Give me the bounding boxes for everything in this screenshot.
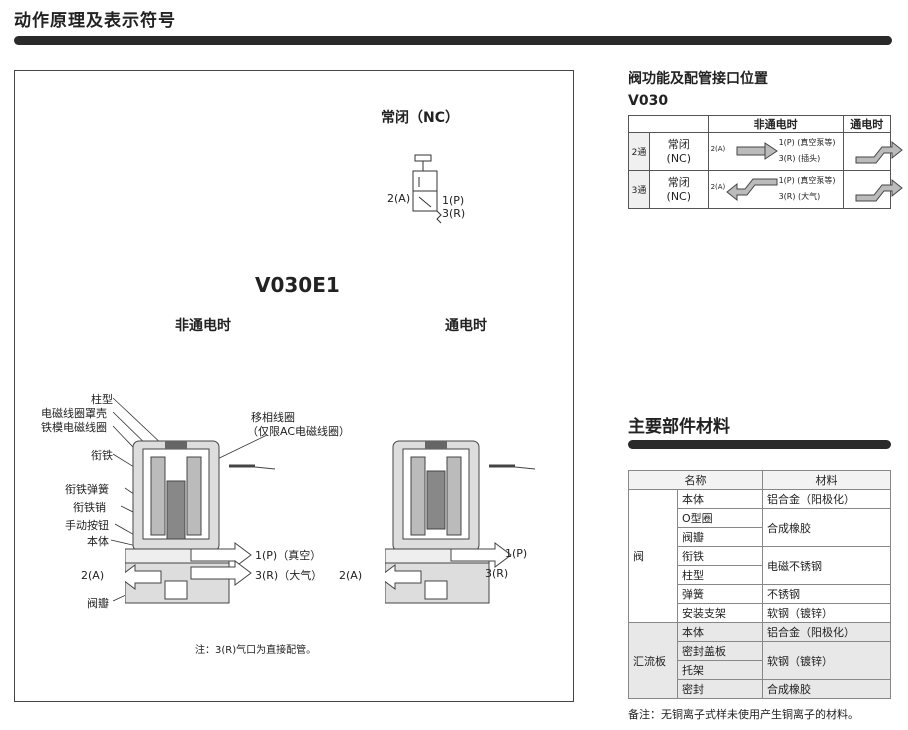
table-row: 阀 本体 铝合金（阳极化） — [628, 489, 891, 623]
material-part: 衔铁 — [677, 546, 763, 566]
function-port-a: 2(A) — [710, 183, 726, 191]
table-row: 弹簧 不锈钢 — [629, 584, 891, 604]
material-part: 柱型 — [677, 565, 763, 585]
panel-note: 注：3(R)气口为直接配管。 — [195, 645, 317, 656]
off-port-p: 1(P)（真空） — [255, 549, 322, 562]
function-type: 常闭 (NC) — [649, 170, 709, 209]
table-row: 安装支架 软钢（镀锌） — [629, 603, 891, 623]
material-part: 本体 — [677, 489, 763, 509]
function-port-3: 3(R) (插头) — [778, 154, 821, 163]
label-armature-pin: 衔铁销 — [73, 501, 106, 514]
state-off-label: 非通电时 — [175, 318, 231, 334]
material-value: 不锈钢 — [762, 584, 891, 604]
function-port-3: 3(R) (大气) — [778, 192, 821, 201]
material-value: 合成橡胶 — [762, 679, 891, 699]
table-row: 密封 合成橡胶 — [629, 679, 891, 699]
function-way: 2通 — [628, 132, 650, 171]
function-type: 常闭 (NC) — [649, 132, 709, 171]
label-armature: 衔铁 — [91, 449, 113, 462]
off-port-a: 2(A) — [81, 569, 105, 582]
function-header-off: 非通电时 — [707, 115, 844, 133]
label-manual-button: 手动按钮 — [65, 519, 109, 532]
function-type-name: 常闭 — [667, 137, 690, 151]
section-divider — [14, 36, 892, 45]
material-value: 铝合金（阳极化） — [762, 622, 891, 642]
function-row: 3通 常闭 (NC) 2(A) 1(P) (真空泵等) 3(R) (大气) — [628, 170, 903, 209]
material-part: 托架 — [677, 660, 763, 680]
flow-arrow-on-icon — [855, 178, 903, 202]
material-part: 阀瓣 — [677, 527, 763, 547]
model-title: V030E1 — [255, 273, 340, 297]
materials-group: 阀 — [628, 489, 678, 623]
label-body: 本体 — [87, 535, 109, 548]
function-title: 阀功能及配管接口位置 — [628, 71, 768, 87]
label-shading-note: （仅限AC电磁线圈） — [247, 425, 351, 438]
function-type-name: 常闭 — [667, 175, 690, 189]
function-type-nc: (NC) — [666, 189, 692, 203]
materials-title: 主要部件材料 — [628, 417, 730, 437]
materials-divider — [628, 440, 891, 449]
material-value: 铝合金（阳极化） — [762, 489, 891, 509]
materials-group: 汇流板 — [628, 622, 678, 699]
function-type-nc: (NC) — [666, 151, 692, 165]
materials-header-name: 名称 — [628, 470, 763, 490]
symbol-port-a: 2(A) — [387, 192, 411, 205]
flow-arrow-icon — [736, 142, 778, 160]
function-port-1: 1(P) (真空泵等) — [778, 138, 836, 147]
material-part: 密封盖板 — [677, 641, 763, 661]
on-port-a: 2(A) — [339, 569, 363, 582]
function-model: V030 — [628, 93, 669, 109]
material-part: 弹簧 — [677, 584, 763, 604]
function-header-blank — [628, 115, 709, 133]
material-value: 软钢（镀锌） — [762, 603, 891, 623]
operation-panel: 常闭（NC） 2(A) 1(P) 3(R) V030E1 非通电时 通电时 柱型… — [14, 70, 574, 702]
function-port-1: 1(P) (真空泵等) — [778, 176, 836, 185]
materials-header-material: 材料 — [762, 470, 891, 490]
function-row: 2通 常闭 (NC) 2(A) 1(P) (真空泵等) 3(R) (插头) — [628, 132, 903, 171]
label-shading-coil: 移相线圈 — [251, 411, 295, 424]
material-part: O型圈 — [677, 508, 763, 528]
on-port-p: 1(P) — [505, 547, 528, 560]
function-on-cell — [842, 170, 903, 209]
material-part: 密封 — [677, 679, 763, 699]
material-value: 软钢（镀锌） — [762, 641, 891, 680]
label-coil-cover: 电磁线圈罩壳 — [41, 407, 107, 420]
label-valve-disc: 阀瓣 — [87, 597, 109, 610]
material-part: 本体 — [677, 622, 763, 642]
valve-symbol-icon — [412, 154, 442, 224]
function-off-cell: 2(A) 1(P) (真空泵等) 3(R) (大气) — [707, 170, 844, 209]
flow-arrow-icon — [725, 178, 778, 202]
valve-on-diagram — [385, 440, 536, 604]
label-armature-spring: 衔铁弹簧 — [65, 483, 109, 496]
function-way: 3通 — [628, 170, 650, 209]
valve-off-diagram — [125, 440, 276, 604]
table-row: 密封盖板 软钢（镀锌） — [629, 641, 891, 680]
function-table: 非通电时 通电时 2通 常闭 (NC) 2(A) 1(P) (真空泵等) 3(R… — [628, 115, 903, 209]
material-part: 安装支架 — [677, 603, 763, 623]
section-title: 动作原理及表示符号 — [14, 11, 176, 31]
material-value: 合成橡胶 — [762, 508, 891, 547]
off-port-r: 3(R)（大气） — [255, 569, 323, 582]
label-core-coil: 铁模电磁线圈 — [41, 421, 107, 434]
on-port-r: 3(R) — [485, 567, 509, 580]
table-row: 汇流板 本体 铝合金（阳极化） — [628, 622, 891, 699]
flow-arrow-on-icon — [855, 140, 903, 164]
symbol-port-p: 1(P) — [442, 194, 465, 207]
material-value: 电磁不锈钢 — [762, 546, 891, 585]
symbol-port-r: 3(R) — [442, 207, 466, 220]
nc-title: 常闭（NC） — [381, 110, 459, 126]
function-port-a: 2(A) — [710, 145, 726, 153]
function-off-cell: 2(A) 1(P) (真空泵等) 3(R) (插头) — [707, 132, 844, 171]
function-on-cell — [842, 132, 903, 171]
state-on-label: 通电时 — [445, 318, 487, 334]
function-header-on: 通电时 — [842, 115, 892, 133]
materials-note: 备注：无铜离子式样未使用产生铜离子的材料。 — [628, 708, 859, 721]
materials-table: 名称 材料 阀 本体 铝合金（阳极化） O型圈 合成橡胶 阀瓣 衔铁 电磁不锈钢… — [628, 470, 891, 699]
label-plunger: 柱型 — [91, 393, 113, 406]
